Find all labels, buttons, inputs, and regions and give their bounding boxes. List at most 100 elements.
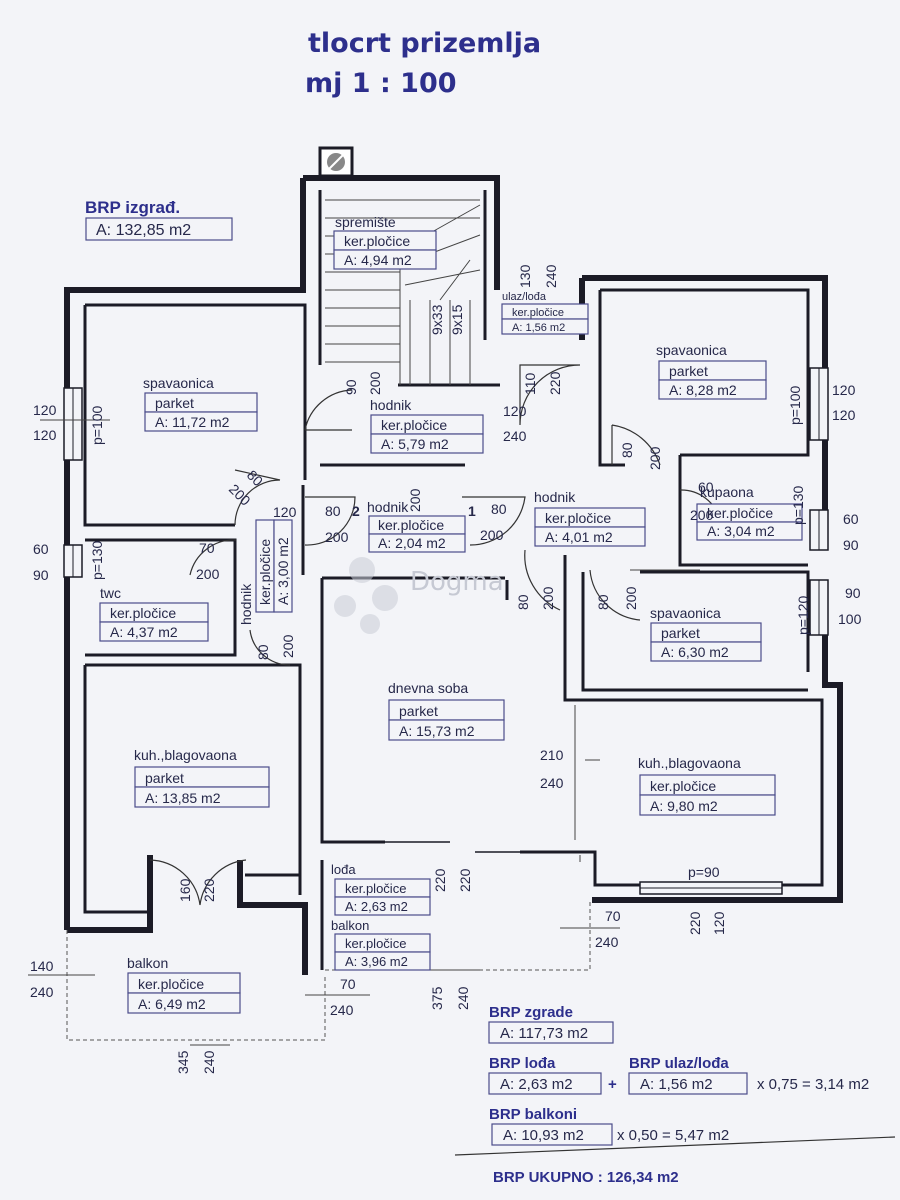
svg-text:120: 120 [273, 504, 297, 520]
balcony-outlines [28, 419, 700, 1046]
dnevna-area: A: 15,73 m2 [399, 723, 475, 739]
brp-loda-result: x 0,75 = 3,14 m2 [757, 1076, 869, 1093]
svg-text:9x33: 9x33 [429, 304, 445, 335]
twc-material: ker.pločice [110, 605, 176, 621]
kupaona-material: ker.pločice [707, 505, 773, 521]
hodnik-top-name: hodnik [370, 397, 412, 413]
dimensions: 130 240 9x33 9x15 90 200 110 220 120 240… [30, 264, 862, 1074]
svg-text:80: 80 [325, 503, 341, 519]
kupaona-area: A: 3,04 m2 [707, 523, 775, 539]
balkon-mid-area: A: 3,96 m2 [345, 954, 408, 969]
balkon-mid-material: ker.pločice [345, 936, 406, 951]
brp-zgrade-label: BRP zgrade [489, 1004, 573, 1021]
ulaz-name: ulaz/lođa [502, 291, 547, 303]
loda-name: lođa [331, 862, 356, 877]
svg-text:90: 90 [343, 379, 359, 395]
svg-text:80: 80 [255, 644, 271, 660]
spav2-material: parket [669, 363, 708, 379]
dnevna-name: dnevna soba [388, 680, 468, 696]
svg-text:240: 240 [201, 1050, 217, 1074]
svg-text:80: 80 [491, 501, 507, 517]
svg-text:200: 200 [647, 446, 663, 470]
svg-text:1: 1 [468, 503, 476, 519]
hodnik-mid-name: hodnik [367, 499, 409, 515]
kuh-right-name: kuh.,blagovaona [638, 755, 741, 771]
svg-text:200: 200 [196, 566, 220, 582]
plan-scale: mj 1 : 100 [305, 68, 457, 99]
spav2-area: A: 8,28 m2 [669, 382, 737, 398]
svg-text:120: 120 [503, 403, 527, 419]
svg-text:240: 240 [595, 934, 619, 950]
spav3-area: A: 6,30 m2 [661, 644, 729, 660]
svg-text:80: 80 [619, 442, 635, 458]
spav3-name: spavaonica [650, 605, 721, 621]
hodnik-top-area: A: 5,79 m2 [381, 436, 449, 452]
svg-text:Dogma: Dogma [410, 567, 504, 597]
walls [63, 175, 843, 975]
hodnik-right-area: A: 4,01 m2 [545, 529, 613, 545]
svg-text:80: 80 [244, 467, 266, 489]
svg-text:240: 240 [540, 775, 564, 791]
twc-name: twc [100, 585, 121, 601]
hodnik-top-material: ker.pločice [381, 417, 447, 433]
watermark-logo: Dogma [334, 557, 504, 634]
svg-text:60: 60 [698, 479, 714, 495]
svg-text:p=100: p=100 [89, 405, 105, 445]
svg-text:60: 60 [843, 511, 859, 527]
svg-text:220: 220 [547, 371, 563, 395]
svg-text:240: 240 [455, 986, 471, 1010]
spav2-name: spavaonica [656, 342, 727, 358]
kuh-left-area: A: 13,85 m2 [145, 790, 221, 806]
svg-text:p=100: p=100 [787, 385, 803, 425]
svg-text:200: 200 [280, 634, 296, 658]
brp-ulaz-value: A: 1,56 m2 [640, 1076, 713, 1093]
svg-text:240: 240 [30, 984, 54, 1000]
dnevna-material: parket [399, 703, 438, 719]
svg-text:240: 240 [503, 428, 527, 444]
svg-text:160: 160 [177, 878, 193, 902]
brp-loda-value: A: 2,63 m2 [500, 1076, 573, 1093]
svg-text:9x15: 9x15 [449, 304, 465, 335]
svg-text:200: 200 [367, 371, 383, 395]
brp-balkoni-value: A: 10,93 m2 [503, 1127, 584, 1144]
kuh-left-material: parket [145, 770, 184, 786]
svg-text:90: 90 [845, 585, 861, 601]
svg-text:200: 200 [480, 527, 504, 543]
twc-area: A: 4,37 m2 [110, 624, 178, 640]
loda-area: A: 2,63 m2 [345, 899, 408, 914]
svg-text:70: 70 [340, 976, 356, 992]
loda-material: ker.pločice [345, 881, 406, 896]
svg-text:210: 210 [540, 747, 564, 763]
spav3-material: parket [661, 625, 700, 641]
brp-ulaz-label: BRP ulaz/lođa [629, 1055, 729, 1072]
hodnik-vert-material: ker.pločice [257, 539, 273, 605]
svg-text:240: 240 [330, 1002, 354, 1018]
svg-text:375: 375 [429, 986, 445, 1010]
ulaz-area: A: 1,56 m2 [512, 322, 565, 334]
spav1-name: spavaonica [143, 375, 214, 391]
svg-text:80: 80 [515, 594, 531, 610]
svg-text:110: 110 [522, 372, 538, 395]
svg-text:90: 90 [843, 537, 859, 553]
svg-text:140: 140 [30, 958, 54, 974]
svg-text:120: 120 [832, 382, 856, 398]
svg-text:200: 200 [623, 586, 639, 610]
kuh-right-area: A: 9,80 m2 [650, 798, 718, 814]
svg-text:70: 70 [605, 908, 621, 924]
hodnik-vert-area: A: 3,00 m2 [275, 537, 291, 605]
svg-text:120: 120 [711, 911, 727, 935]
kuh-right-material: ker.pločice [650, 778, 716, 794]
svg-text:200: 200 [226, 481, 254, 509]
ulaz-material: ker.pločice [512, 307, 564, 319]
balkon-mid-name: balkon [331, 918, 369, 933]
svg-text:120: 120 [33, 402, 57, 418]
svg-text:2: 2 [352, 503, 360, 519]
hodnik-mid-material: ker.pločice [378, 517, 444, 533]
hodnik-right-material: ker.pločice [545, 510, 611, 526]
svg-text:220: 220 [432, 868, 448, 892]
svg-text:200: 200 [690, 507, 714, 523]
svg-text:p=90: p=90 [688, 864, 720, 880]
kupaona-name: kupaona [700, 484, 754, 500]
svg-text:p=120: p=120 [795, 595, 811, 635]
brp-izgrad-value: A: 132,85 m2 [96, 222, 191, 239]
